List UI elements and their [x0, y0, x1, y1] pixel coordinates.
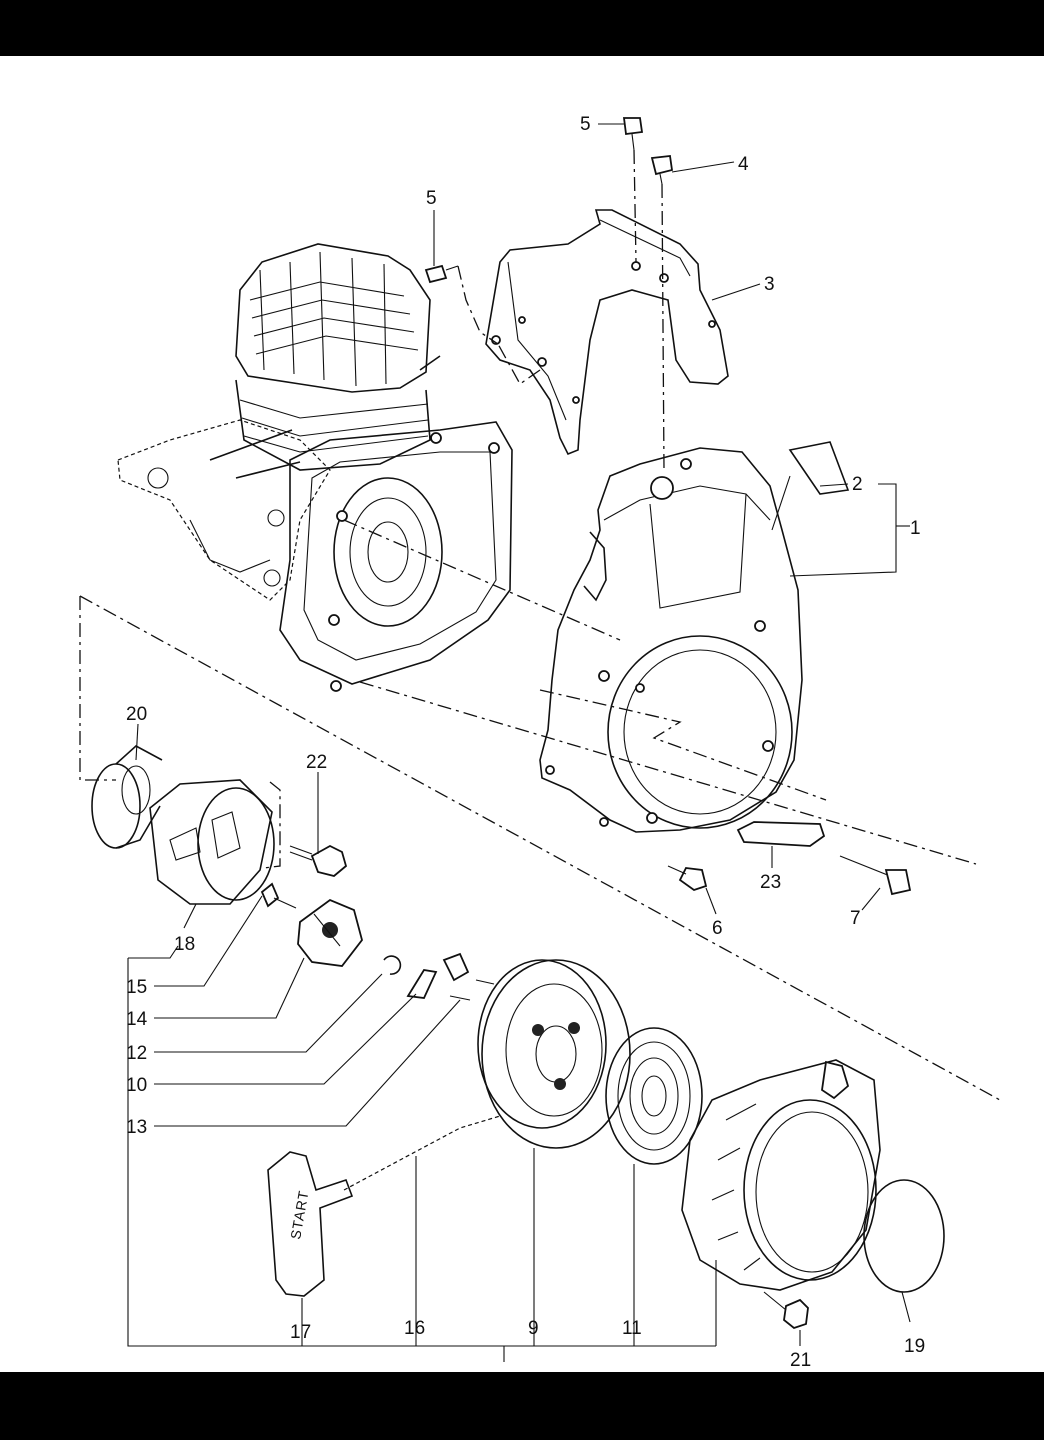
callout-8: 8 — [496, 1369, 509, 1372]
callout-7: 7 — [850, 908, 861, 929]
callout-5-top: 5 — [580, 114, 591, 135]
callout-3: 3 — [764, 274, 775, 295]
callout-20: 20 — [126, 704, 147, 725]
callout-17: 17 — [290, 1322, 311, 1343]
callout-21: 21 — [790, 1350, 811, 1371]
callout-19: 19 — [904, 1336, 925, 1357]
callout-12: 12 — [126, 1043, 147, 1064]
engine-cover-plate — [485, 209, 729, 456]
engine-block — [117, 243, 513, 692]
recoil-starter: START — [267, 952, 945, 1330]
callout-16: 16 — [404, 1318, 425, 1339]
callout-labels: 5 4 5 3 2 1 20 22 23 6 7 18 15 14 12 10 … — [126, 114, 925, 1372]
callout-1: 1 — [910, 518, 921, 539]
callout-15: 15 — [126, 977, 147, 998]
starter-pulley-parts — [91, 745, 402, 975]
callout-22: 22 — [306, 752, 327, 773]
callout-10: 10 — [126, 1075, 147, 1096]
leader-lines — [127, 123, 911, 1362]
callout-6: 6 — [712, 918, 723, 939]
callout-18: 18 — [174, 934, 195, 955]
callout-23: 23 — [760, 872, 781, 893]
exploded-parts-diagram: START — [79, 114, 1001, 1372]
callout-9: 9 — [528, 1318, 539, 1339]
top-black-bar — [0, 0, 1044, 56]
fan-housing — [539, 441, 850, 833]
callout-14: 14 — [126, 1009, 148, 1030]
small-fasteners — [424, 117, 912, 896]
callout-5-left: 5 — [426, 188, 437, 209]
bottom-black-bar — [0, 1372, 1044, 1440]
handle-start-text: START — [287, 1189, 311, 1241]
callout-2: 2 — [852, 474, 863, 495]
callout-11: 11 — [622, 1318, 642, 1339]
callout-4: 4 — [738, 154, 749, 175]
assembly-centerlines — [79, 149, 1001, 1101]
callout-13: 13 — [126, 1117, 147, 1138]
